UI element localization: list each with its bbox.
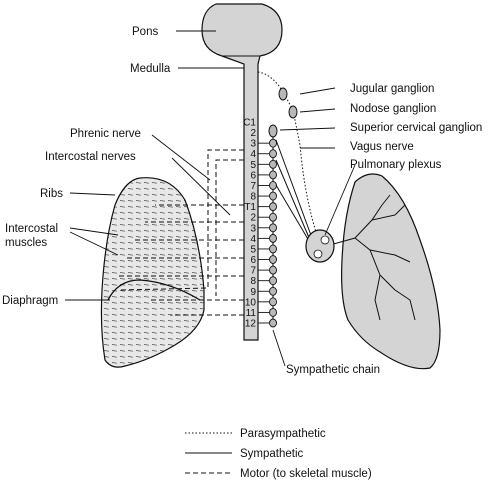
chain-ganglion	[269, 233, 277, 243]
label-nodose-ganglion: Nodose ganglion	[350, 103, 436, 115]
spinal-segment-t1: T1	[244, 202, 256, 213]
spinal-segment-t4: 4	[250, 234, 256, 245]
label-phrenic-nerve: Phrenic nerve	[70, 128, 141, 140]
spinal-segment-t10: 10	[245, 297, 257, 308]
label-intercostal-muscles-1: Intercostal	[5, 223, 58, 235]
chain-ganglion	[269, 244, 277, 254]
spinal-segment-c5: 5	[250, 160, 256, 171]
chain-ganglion	[269, 223, 277, 233]
chain-ganglion	[269, 159, 277, 169]
spinal-segment-t9: 9	[250, 287, 256, 298]
legend-motor-label: Motor (to skeletal muscle)	[240, 468, 372, 480]
spinal-segment-c3: 3	[250, 139, 256, 150]
chain-ganglion	[269, 191, 277, 201]
chain-ganglion	[269, 286, 277, 296]
leader-lines	[65, 30, 356, 367]
spinal-segment-t2: 2	[250, 213, 256, 224]
label-medulla: Medulla	[130, 63, 171, 75]
chain-ganglion	[269, 138, 277, 148]
chain-ganglion	[269, 307, 277, 317]
brainstem	[201, 3, 283, 341]
motor-nerves	[118, 149, 244, 316]
label-jugular-ganglion: Jugular ganglion	[350, 83, 434, 95]
chain-ganglion	[269, 202, 277, 212]
label-pons: Pons	[132, 26, 158, 38]
chain-ganglion	[269, 297, 277, 307]
spinal-segment-t8: 8	[250, 276, 256, 287]
spinal-segment-c2: 2	[250, 128, 256, 139]
label-superior-cervical-ganglion: Superior cervical ganglion	[350, 122, 482, 134]
spinal-segment-c1: C1	[243, 118, 256, 129]
legend: Parasympathetic Sympathetic Motor (to sk…	[185, 428, 372, 480]
sympathetic-chain	[258, 124, 278, 328]
spinal-segment-t7: 7	[250, 266, 256, 277]
label-sympathetic-chain: Sympathetic chain	[286, 364, 380, 376]
pulmonary-plexus	[305, 229, 335, 263]
chain-ganglion	[269, 318, 277, 328]
chain-ganglion	[269, 265, 277, 275]
label-diaphragm: Diaphragm	[2, 295, 58, 307]
legend-sympathetic-label: Sympathetic	[240, 448, 304, 460]
label-vagus-nerve: Vagus nerve	[350, 141, 414, 153]
chain-ganglion	[269, 276, 277, 286]
label-intercostal-nerves: Intercostal nerves	[45, 151, 136, 163]
chain-ganglion	[269, 255, 277, 264]
nodose-ganglion	[288, 105, 298, 119]
jugular-ganglion	[278, 87, 288, 101]
spinal-segment-c4: 4	[250, 149, 256, 160]
spinal-segment-t6: 6	[250, 255, 256, 266]
vagus-nerve-dotted	[257, 71, 319, 239]
spinal-segment-c7: 7	[250, 181, 256, 192]
label-pulmonary-plexus: Pulmonary plexus	[350, 159, 442, 171]
spinal-segment-t11: 11	[246, 308, 257, 319]
chain-ganglion	[269, 212, 277, 222]
superior-cervical-ganglion	[268, 124, 278, 138]
legend-parasympathetic-label: Parasympathetic	[240, 428, 326, 440]
spinal-segment-c8: 8	[250, 192, 256, 203]
label-intercostal-muscles-2: muscles	[5, 237, 47, 249]
spinal-segment-c6: 6	[250, 170, 256, 181]
right-lung	[341, 173, 441, 370]
spinal-segment-t3: 3	[250, 223, 256, 234]
spinal-segment-t12: 12	[245, 319, 257, 330]
chain-ganglion	[269, 181, 277, 190]
chain-ganglion	[269, 149, 277, 159]
left-lung	[100, 177, 205, 368]
label-ribs: Ribs	[40, 188, 63, 200]
bronchial-tree	[329, 194, 416, 321]
spinal-segment-t5: 5	[250, 244, 256, 255]
chain-ganglion	[269, 170, 277, 180]
diaphragm	[107, 279, 201, 301]
